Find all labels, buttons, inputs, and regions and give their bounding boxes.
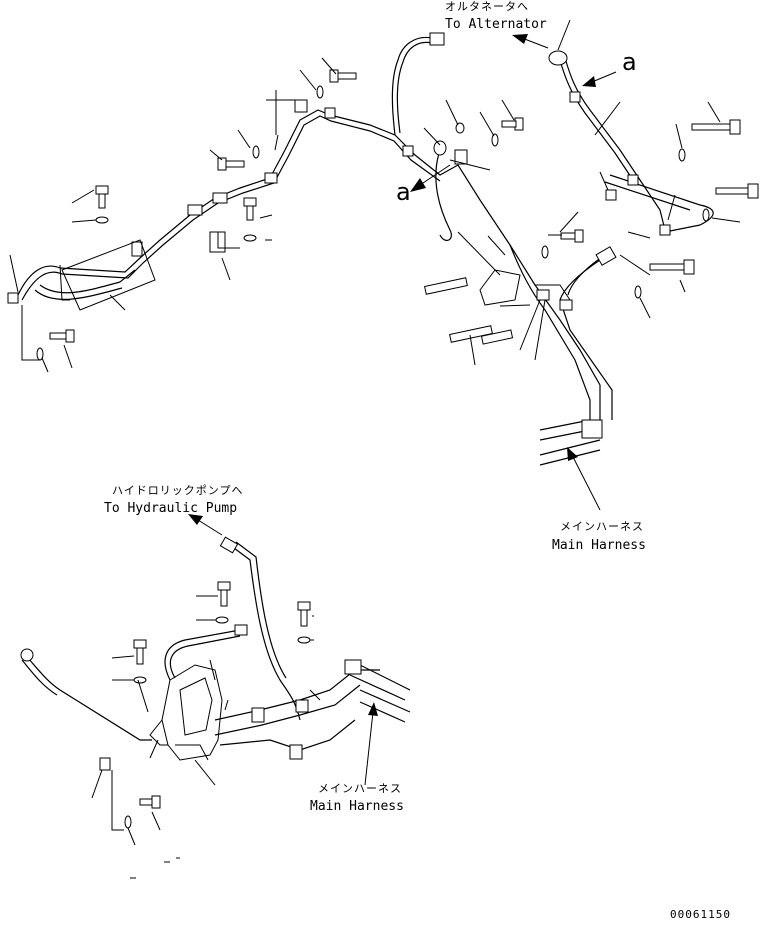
- bolt: [95, 185, 109, 209]
- lower-fasteners: [124, 581, 311, 829]
- hydraulic-pump-label-jp: ハイドロリックポンプへ: [112, 484, 243, 497]
- bolt: [243, 197, 257, 221]
- main-harness-top-jp: メインハーネス: [560, 520, 644, 533]
- lower-leader-lines: [91, 595, 321, 879]
- washer: [491, 133, 499, 147]
- bolt: [297, 601, 311, 627]
- upper-fasteners: [36, 69, 759, 361]
- washer: [95, 216, 109, 224]
- drawing-code: 00061150: [670, 908, 731, 921]
- main-harness-bottom-jp: メインハーネス: [318, 782, 402, 795]
- washer: [702, 208, 710, 222]
- washer: [541, 245, 549, 259]
- bolt: [560, 229, 584, 243]
- washer: [243, 234, 257, 242]
- bolt: [133, 639, 147, 665]
- washer: [297, 636, 311, 644]
- view-a-label-right: a: [622, 48, 637, 76]
- bolt: [139, 795, 161, 809]
- lower-arrows: [188, 514, 378, 786]
- bolt: [715, 183, 759, 199]
- washer: [316, 85, 324, 99]
- main-harness-top-en: Main Harness: [552, 538, 646, 553]
- view-a-label-left: a: [396, 178, 411, 206]
- washer: [678, 148, 686, 162]
- alternator-label-jp: オルタネータへ: [445, 0, 529, 13]
- washer: [133, 676, 147, 684]
- hydraulic-pump-label-en: To Hydraulic Pump: [104, 501, 237, 516]
- bolt: [329, 69, 357, 83]
- bolt: [49, 329, 75, 343]
- washer: [124, 815, 132, 829]
- washer: [634, 285, 642, 299]
- bolt: [217, 581, 231, 607]
- bolt: [501, 117, 524, 131]
- bolt: [649, 259, 695, 275]
- washer: [252, 145, 260, 159]
- main-harness-bottom-en: Main Harness: [310, 799, 404, 814]
- upper-leader-lines: [9, 19, 741, 373]
- upper-arrows: [410, 34, 617, 511]
- upper-harness-assembly: [7, 32, 714, 466]
- lower-pump-assembly: [20, 536, 411, 771]
- alternator-label-en: To Alternator: [445, 17, 547, 32]
- washer: [215, 616, 229, 624]
- bolt: [217, 157, 245, 171]
- bolt: [691, 119, 741, 135]
